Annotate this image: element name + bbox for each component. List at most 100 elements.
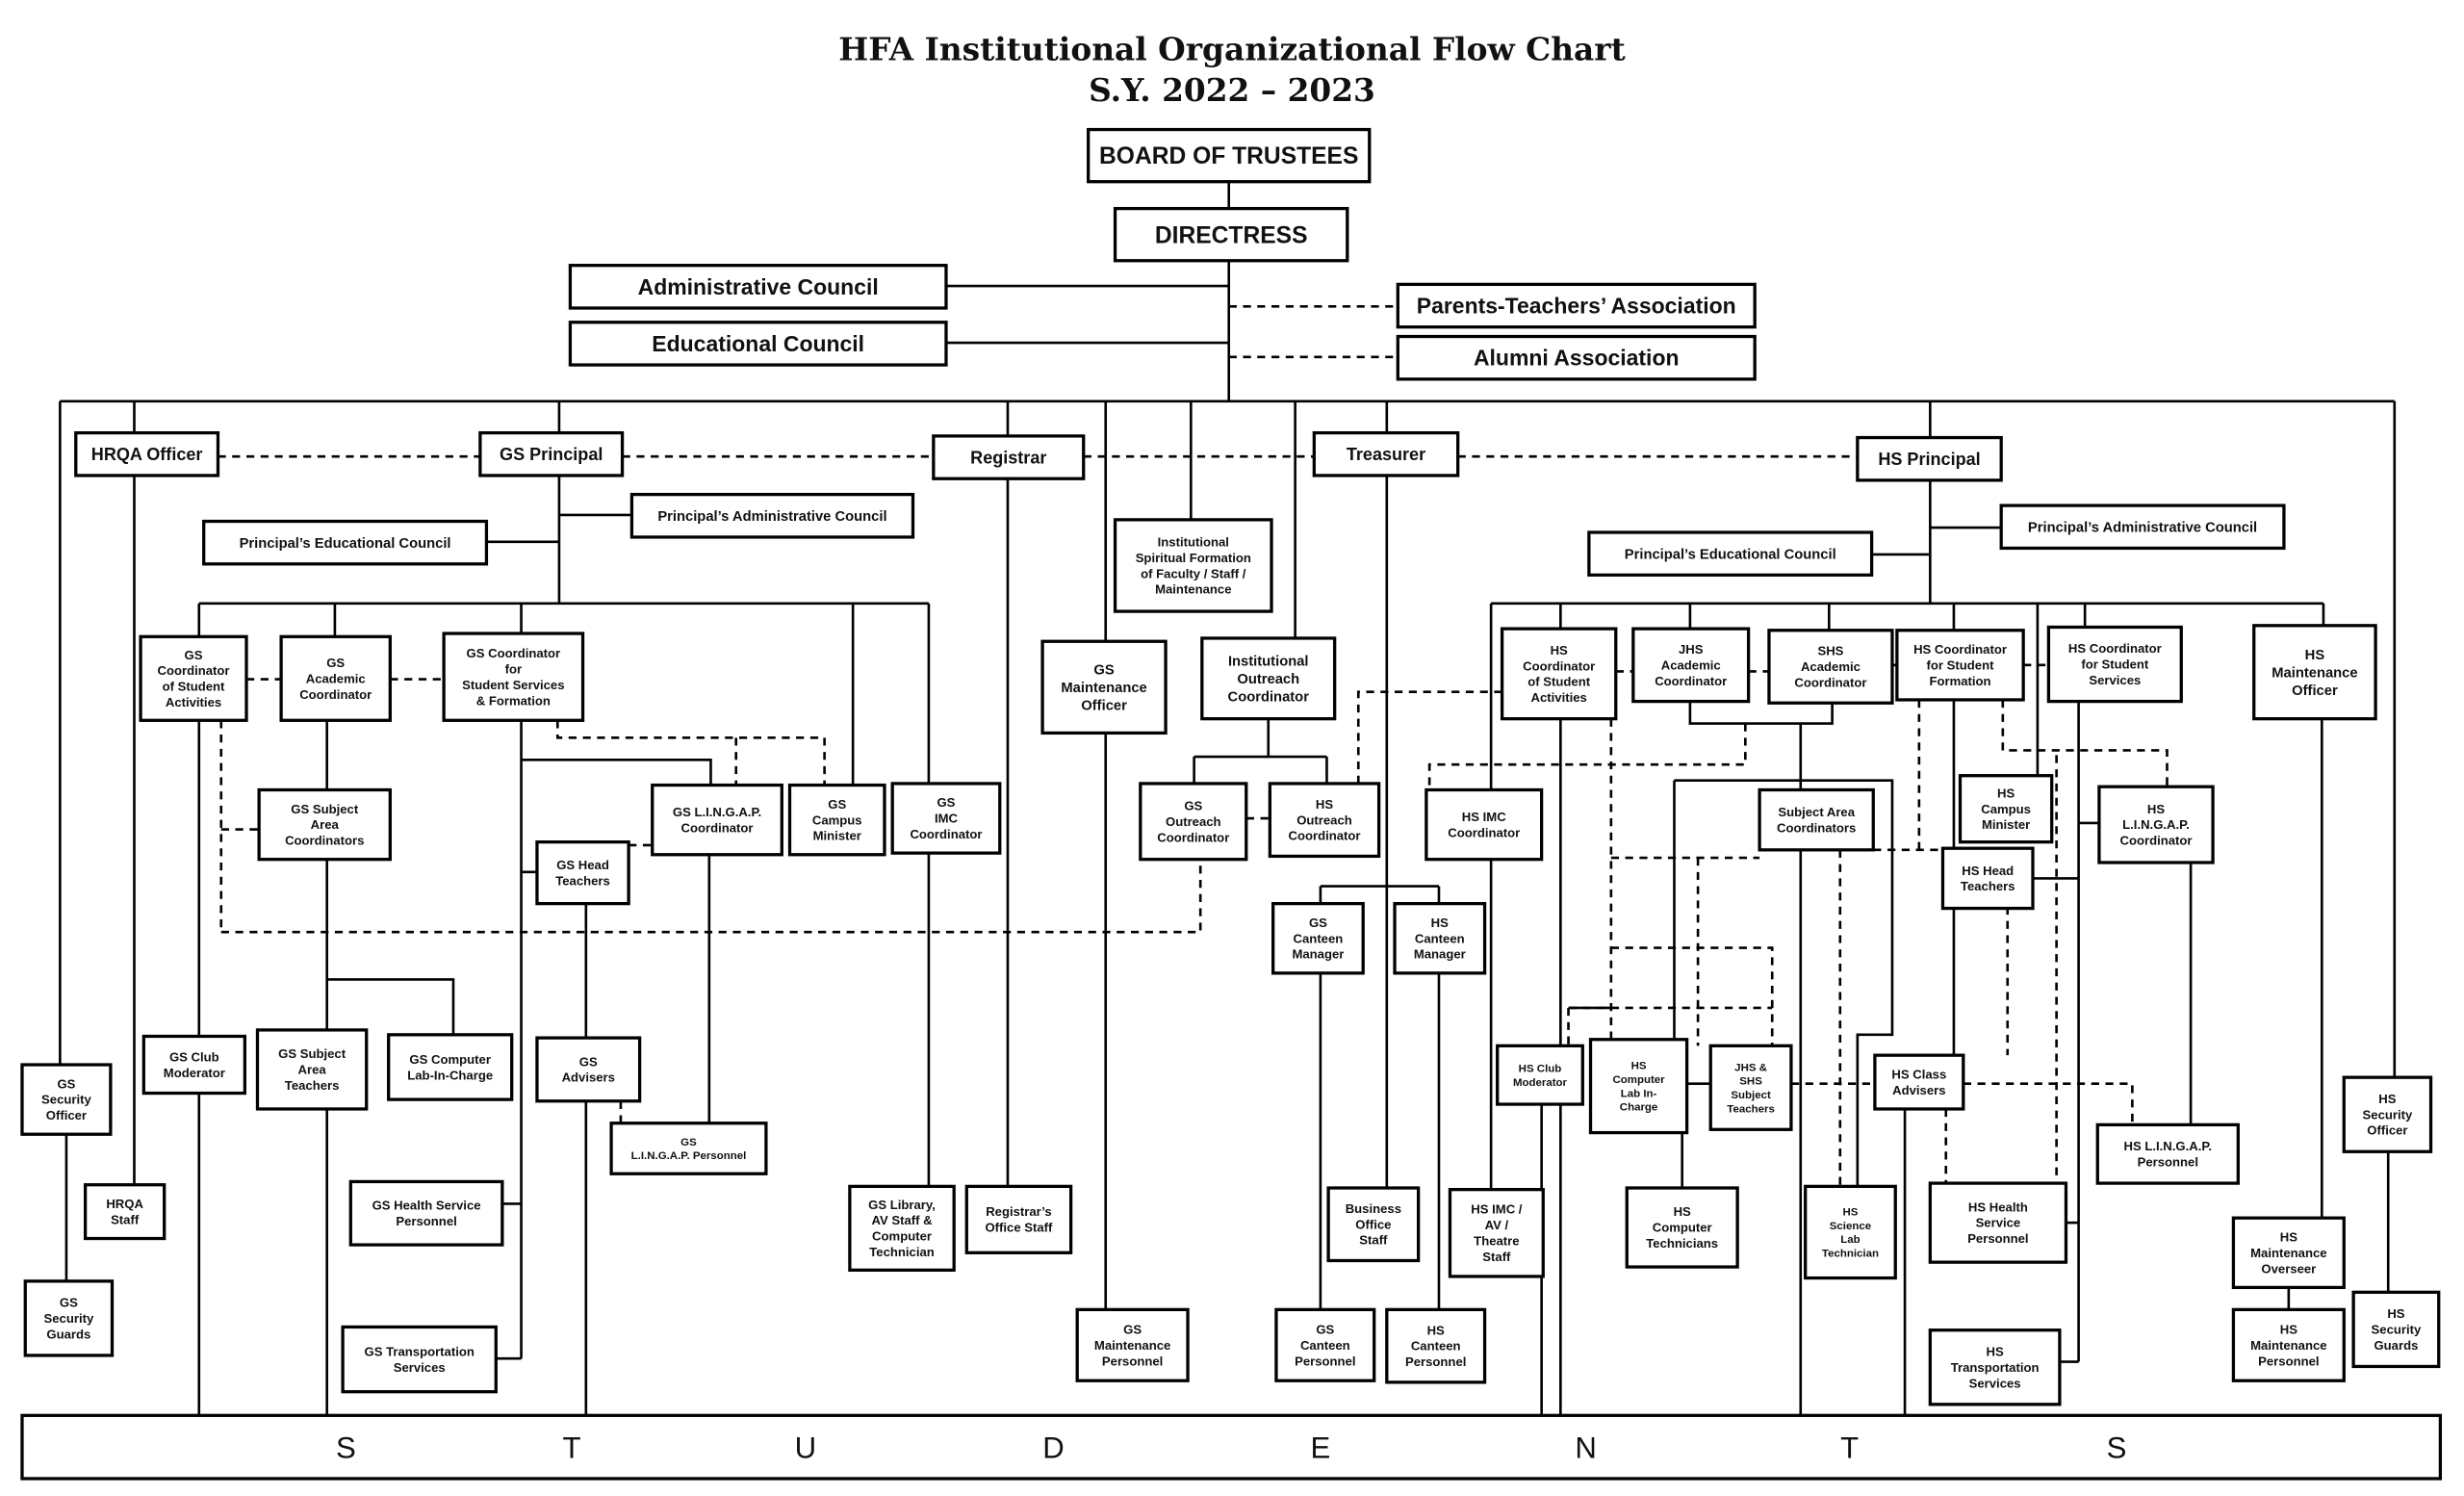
node-label: HS <box>2280 1322 2297 1336</box>
node-label: HS Head <box>1962 864 2014 878</box>
node-box <box>1113 518 1273 613</box>
node-label: Services <box>1969 1376 2021 1390</box>
node-label: HS Coordinator <box>1913 642 2007 657</box>
node-label: Treasurer <box>1347 445 1425 464</box>
node-label: Security <box>2372 1322 2422 1336</box>
node-label: Maintenance <box>1155 582 1231 597</box>
dashed-connector <box>1356 690 1502 784</box>
node-label: Guards <box>2374 1338 2418 1353</box>
node-label: Services <box>2089 673 2141 687</box>
node-label: Coordinator <box>1228 689 1310 705</box>
node-label: HS Class <box>1891 1067 1946 1081</box>
node-label: Academic <box>1661 658 1721 672</box>
node-label: for Student <box>2081 658 2149 672</box>
node-box <box>1312 430 1460 477</box>
node-label: Transportation <box>1951 1360 2040 1375</box>
node-box <box>1139 782 1248 862</box>
node-label: Personnel <box>1102 1354 1163 1368</box>
node-label: GS Principal <box>500 445 603 464</box>
node-box <box>932 434 1086 480</box>
node-label: HS L.I.N.G.A.P. <box>2124 1139 2213 1153</box>
node-label: Teachers <box>1727 1103 1775 1115</box>
node-box <box>2095 1122 2240 1185</box>
node-label: HS Coordinator <box>2068 641 2162 656</box>
node-label: Outreach <box>1237 672 1299 687</box>
node-label: Minister <box>1982 817 2030 832</box>
node-label: GS Library, <box>868 1198 936 1212</box>
node-box <box>442 632 585 722</box>
node-admin-council: Administrative Council <box>568 264 948 310</box>
node-box <box>348 1179 504 1247</box>
node-box <box>1999 503 2286 551</box>
dashed-connector <box>2001 699 2169 787</box>
org-nodes: BOARD OF TRUSTEESDIRECTRESSAdministrativ… <box>20 127 2441 1406</box>
node-box <box>74 430 220 477</box>
node-label: of Student <box>1527 675 1590 689</box>
node-label: GS <box>1184 798 1202 812</box>
node-label: Computer <box>1612 1074 1665 1086</box>
node-label: HS <box>1842 1206 1858 1218</box>
node-label: GS <box>937 795 955 810</box>
node-box <box>1500 627 1618 721</box>
node-box <box>1268 782 1381 859</box>
node-box <box>1708 1044 1793 1131</box>
node-label: Personnel <box>396 1214 456 1228</box>
node-box <box>1385 1307 1487 1384</box>
node-label: Service <box>1976 1216 2021 1230</box>
node-label: Advisers <box>562 1070 615 1085</box>
node-label: Coordinator <box>1448 825 1520 839</box>
node-gs-pec: Principal’s Educational Council <box>202 519 489 566</box>
node-label: Coordinator <box>299 687 372 702</box>
node-board: BOARD OF TRUSTEES <box>1087 127 1372 184</box>
node-label: Canteen <box>1415 931 1465 945</box>
node-label: Coordinator <box>2119 834 2192 848</box>
students-letter: E <box>1311 1432 1331 1465</box>
node-label: Outreach <box>1296 812 1352 827</box>
chart-title: HFA Institutional Organizational Flow Ch… <box>838 30 1626 67</box>
node-label: IMC <box>935 812 959 826</box>
node-box <box>787 783 886 857</box>
node-label: Personnel <box>1405 1354 1466 1369</box>
solid-connector <box>1688 701 1834 725</box>
node-box <box>1804 1184 1897 1280</box>
node-label: Personnel <box>2138 1155 2198 1170</box>
node-label: Canteen <box>1300 1338 1350 1353</box>
node-hs-principal: HS Principal <box>1856 435 2003 482</box>
node-label: L.I.N.G.A.P. <box>2122 817 2190 832</box>
node-label: GS <box>1316 1322 1334 1336</box>
node-box <box>387 1033 514 1101</box>
node-label: Technicians <box>1646 1236 1718 1251</box>
node-label: HS <box>2378 1092 2396 1106</box>
node-label: SHS <box>1817 644 1843 658</box>
node-label: GS Club <box>169 1049 219 1064</box>
node-label: JHS & <box>1734 1062 1767 1073</box>
node-label: of Faculty / Staff / <box>1141 566 1246 580</box>
node-label: GS Transportation <box>365 1344 475 1358</box>
node-label: Overseer <box>2261 1261 2316 1276</box>
students-letter: S <box>336 1432 356 1465</box>
node-box <box>139 634 248 722</box>
node-label: Spiritual Formation <box>1136 551 1251 565</box>
node-label: Advisers <box>1892 1083 1945 1097</box>
node-label: Personnel <box>1967 1231 2028 1246</box>
node-box <box>535 839 630 906</box>
node-label: Coordinators <box>1777 820 1856 835</box>
node-label: GS <box>60 1296 78 1310</box>
